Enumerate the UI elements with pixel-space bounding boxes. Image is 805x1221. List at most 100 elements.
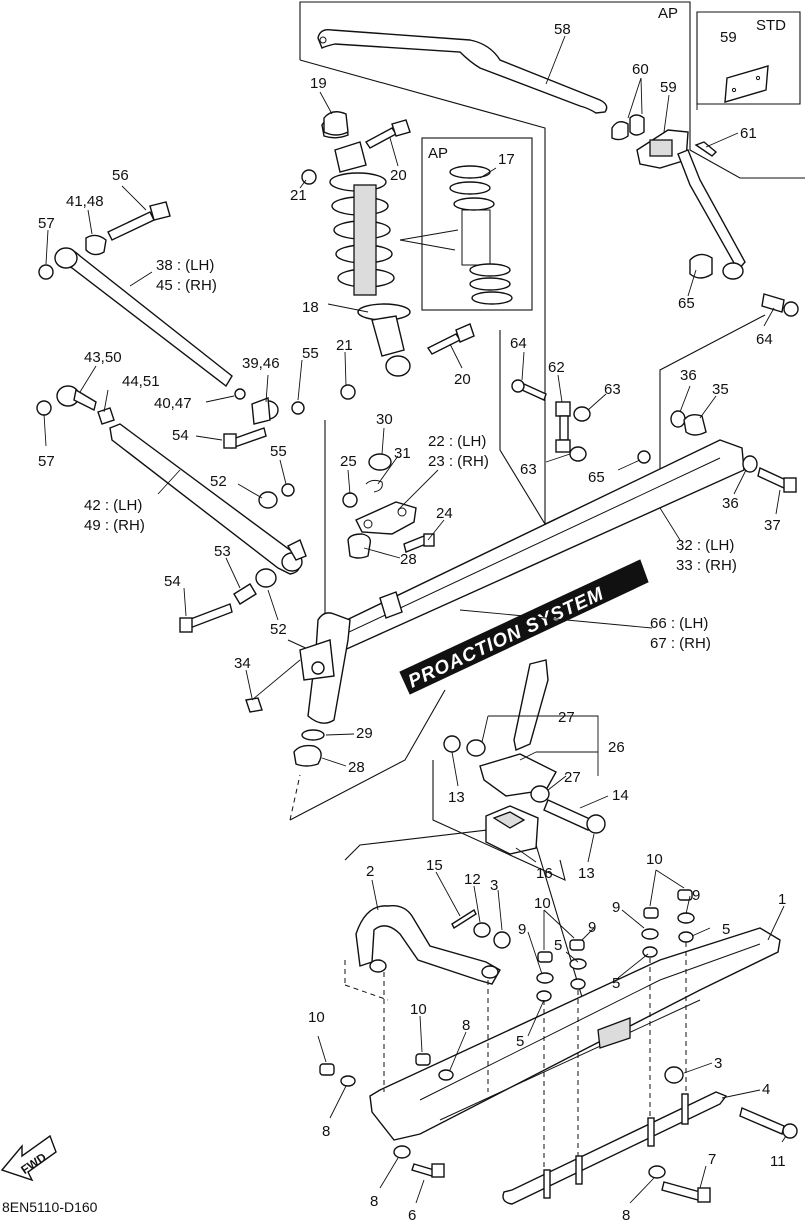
label-49-rh: 49 : (RH): [84, 517, 145, 534]
label-61: 61: [740, 125, 757, 142]
label-4: 4: [762, 1081, 770, 1098]
bolt-24: [403, 533, 435, 553]
label-43-50: 43,50: [84, 349, 122, 366]
box-tag-ap-spring: AP: [428, 145, 448, 162]
label-15: 15: [426, 857, 443, 874]
ap-top-frame: [299, 1, 805, 524]
stopper-34: [245, 697, 263, 713]
label-62: 62: [548, 359, 565, 376]
bushing-stack-mid: [569, 939, 587, 990]
label-6: 6: [408, 1207, 416, 1221]
label-25: 25: [340, 453, 357, 470]
bolt-37: [757, 467, 797, 493]
washer-36b: [742, 455, 758, 473]
runner-4: [502, 1091, 728, 1205]
bolt-7: [661, 1181, 711, 1203]
box-tag-ap-top: AP: [658, 5, 678, 22]
label-30: 30: [376, 411, 393, 428]
label-1: 1: [778, 891, 786, 908]
washer-8-lower-left: [340, 1075, 356, 1087]
ap-spring-box: [421, 137, 533, 311]
label-52-bottom: 52: [270, 621, 287, 638]
link-22-23: [355, 501, 417, 535]
label-63-top: 63: [604, 381, 621, 398]
label-8-c: 8: [370, 1193, 378, 1210]
label-13-right: 13: [578, 865, 595, 882]
label-52-top: 52: [210, 473, 227, 490]
label-9-a: 9: [518, 921, 526, 938]
label-66-lh: 66 : (LH): [650, 615, 708, 632]
label-67-rh: 67 : (RH): [650, 635, 711, 652]
bolt-20-bottom: [426, 323, 475, 355]
label-8-a: 8: [462, 1017, 470, 1034]
label-36-bottom: 36: [722, 495, 739, 512]
link-62: [555, 401, 571, 453]
label-53: 53: [214, 543, 231, 560]
label-10-lower-left: 10: [308, 1009, 325, 1026]
label-57-bottom: 57: [38, 453, 55, 470]
label-32-lh: 32 : (LH): [676, 537, 734, 554]
pin-15: [451, 908, 477, 930]
label-8-d: 8: [622, 1207, 630, 1221]
ski-body-1: [369, 927, 781, 1141]
nut-21-bottom: [340, 384, 356, 400]
collar-13a: [443, 735, 461, 753]
label-34: 34: [234, 655, 251, 672]
label-28-top: 28: [400, 551, 417, 568]
bushing-39-46: [251, 397, 279, 425]
label-11: 11: [770, 1153, 786, 1170]
label-5-d: 5: [516, 1033, 524, 1050]
label-14: 14: [612, 787, 629, 804]
label-59: 59: [660, 79, 677, 96]
label-9-d: 9: [692, 887, 700, 904]
oring-29: [301, 729, 325, 741]
bolt-64b: [511, 379, 547, 401]
label-54-top: 54: [172, 427, 189, 444]
collar-3a: [493, 931, 511, 949]
label-10-mid: 10: [534, 895, 551, 912]
label-5-a: 5: [554, 937, 562, 954]
label-28-bottom: 28: [348, 759, 365, 776]
label-26: 26: [608, 739, 625, 756]
label-60: 60: [632, 61, 649, 78]
shaft-14: [543, 799, 593, 831]
label-36-top: 36: [680, 367, 697, 384]
label-16: 16: [536, 865, 553, 882]
label-41-48: 41,48: [66, 193, 104, 210]
ski-handle-2: [355, 905, 501, 985]
label-20-top: 20: [390, 167, 407, 184]
bracket-59: [636, 129, 689, 169]
nut-10-lower-left: [319, 1063, 335, 1076]
label-3-bottom: 3: [714, 1055, 722, 1072]
label-27-top: 27: [558, 709, 575, 726]
label-23-rh: 23 : (RH): [428, 453, 489, 470]
label-57-top: 57: [38, 215, 55, 232]
bushing-stack-far: [677, 889, 695, 943]
box-tags: AP STD AP: [428, 5, 786, 162]
diagram-code: 8EN5110-D160: [2, 1199, 98, 1215]
collar-53: [233, 583, 257, 605]
label-42-lh: 42 : (LH): [84, 497, 142, 514]
lower-rod: [36, 385, 307, 575]
label-37: 37: [764, 517, 781, 534]
label-12: 12: [464, 871, 481, 888]
label-10-lower-mid: 10: [410, 1001, 427, 1018]
bolt-54a: [223, 427, 267, 449]
label-8-b: 8: [322, 1123, 330, 1140]
bolt-11: [739, 1107, 798, 1139]
nut-25: [342, 492, 358, 508]
label-65-link: 65: [588, 469, 605, 486]
label-21-bottom: 21: [336, 337, 353, 354]
label-64-link: 64: [510, 335, 527, 352]
label-58: 58: [554, 21, 571, 38]
stabilizer-arm: [677, 149, 799, 317]
collar-19: [323, 111, 349, 136]
washer-36a: [670, 410, 686, 428]
spindle-26: [479, 659, 557, 797]
bushing-28b: [293, 744, 322, 767]
bushing-63a: [573, 406, 591, 422]
collar-13b: [586, 814, 606, 834]
label-64-top: 64: [756, 331, 773, 348]
fwd-arrow: [0, 1134, 57, 1182]
upper-rod: [38, 201, 233, 388]
